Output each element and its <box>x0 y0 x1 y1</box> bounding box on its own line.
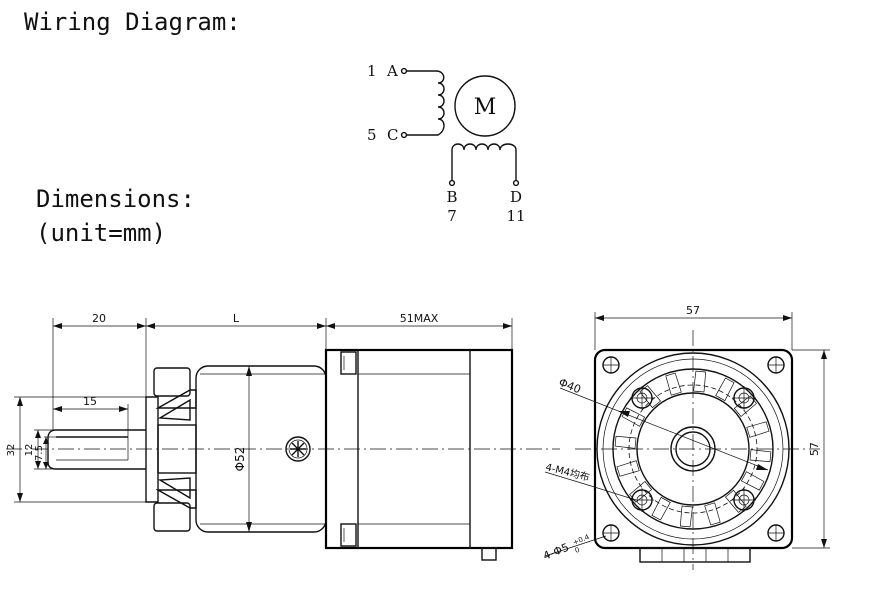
front-view: 57 57 Φ40 4-M4均布 4-Φ5 +0.4 0 <box>541 304 830 570</box>
dim-tapped-holes: 4-M4均布 <box>544 461 591 484</box>
dim-flange-height: 32 <box>6 444 17 457</box>
terminal-c-letter: C <box>387 126 398 144</box>
terminal-c-number: 5 <box>367 126 377 144</box>
gear-tooth <box>746 421 770 438</box>
dim-shaft-12: 12 <box>24 444 35 457</box>
terminal-a <box>400 67 408 75</box>
gear-tooth <box>621 407 646 427</box>
gear-tooth <box>616 460 640 477</box>
gear-tooth <box>665 372 682 396</box>
gear-tooth <box>614 435 637 449</box>
motor-body <box>324 348 514 550</box>
dim-flat-7-5: 7.5 <box>34 445 45 461</box>
gear-tooth <box>629 481 653 503</box>
terminal-a-letter: A <box>386 62 398 80</box>
coil-ac <box>406 70 445 136</box>
terminal-b-number: 7 <box>447 207 457 225</box>
dim-gearbox-length: L <box>233 312 240 325</box>
terminal-a-number: 1 <box>367 62 377 80</box>
dim-mount-tol-upper: +0.4 <box>572 533 591 547</box>
gear-tooth <box>679 505 693 528</box>
gear-tooth <box>733 395 757 417</box>
dim-front-width: 57 <box>686 304 700 317</box>
dim-pilot-dia: Φ40 <box>557 376 583 397</box>
dim-front-height: 57 <box>808 442 821 456</box>
dim-motor-length: 51MAX <box>400 312 439 325</box>
gear-tooth <box>651 496 671 521</box>
wiring-diagram-heading: Wiring Diagram: <box>24 8 241 36</box>
gear-tooth <box>704 502 721 526</box>
dim-key-length: 15 <box>83 395 97 408</box>
wiring-schematic: 1 A 5 C M B D 7 11 <box>367 62 526 225</box>
dim-gearbox-dia: Φ52 <box>233 447 247 472</box>
gear-tooth <box>725 489 747 513</box>
gearbox-flange <box>145 396 159 503</box>
dim-shaft-length: 20 <box>92 312 106 325</box>
terminal-b <box>448 179 456 187</box>
dimensions-heading: Dimensions: <box>36 185 195 213</box>
screw-icon <box>285 436 311 462</box>
motor-symbol <box>454 75 516 137</box>
gear-tooth <box>693 370 707 393</box>
terminal-d <box>512 179 520 187</box>
dim-mount-tol-lower: 0 <box>574 546 581 555</box>
unit-note: (unit=mm) <box>36 219 167 247</box>
coil-bd <box>451 143 517 181</box>
dim-mount-holes: 4-Φ5 <box>541 541 571 563</box>
output-shaft <box>47 429 146 470</box>
terminal-d-letter: D <box>510 188 522 206</box>
terminal-d-number: 11 <box>506 207 525 225</box>
motor-label: M <box>474 95 497 120</box>
gear-tooth <box>715 377 735 402</box>
gear-tooth <box>740 471 765 491</box>
gear-tooth <box>639 385 661 409</box>
terminal-c <box>400 131 408 139</box>
gear-tooth <box>749 449 772 463</box>
side-view: Φ52 <box>6 312 560 561</box>
terminal-b-letter: B <box>446 188 457 206</box>
